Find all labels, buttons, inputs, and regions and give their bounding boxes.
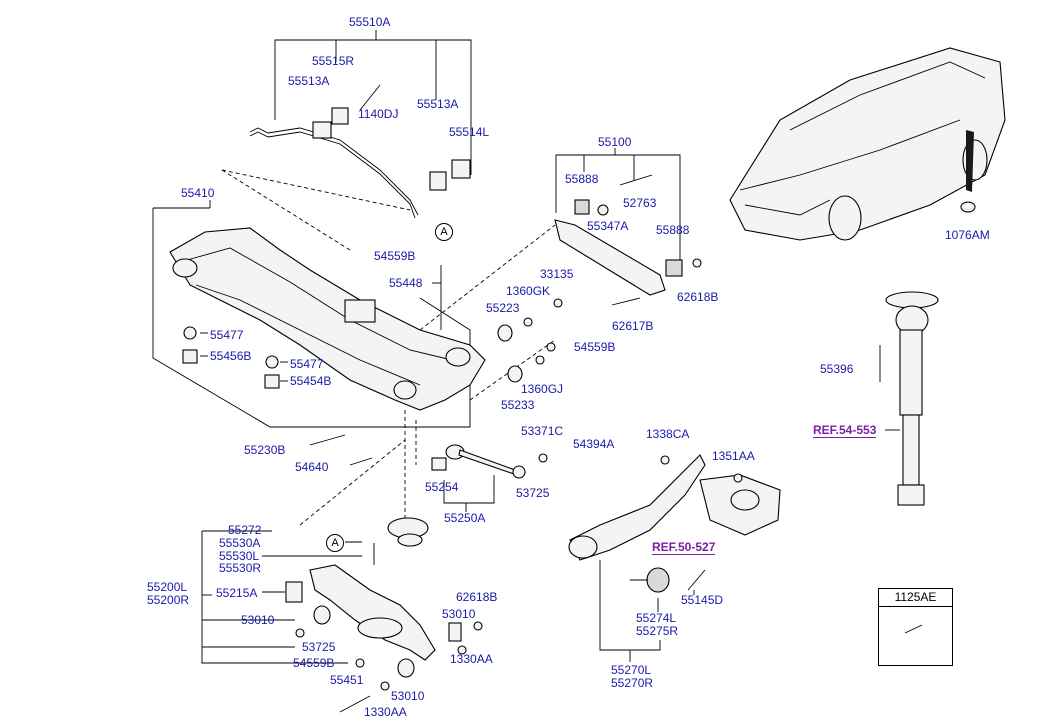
part-55448-label[interactable]: 55448 <box>389 276 423 290</box>
part-54559B-label-2[interactable]: 54559B <box>374 249 416 263</box>
part-53725-label-1[interactable]: 53725 <box>516 486 550 500</box>
part-1330AA-label-1[interactable]: 1330AA <box>450 652 493 666</box>
part-55410-label[interactable]: 55410 <box>181 186 215 200</box>
part-55270R-label[interactable]: 55270R <box>611 676 654 690</box>
part-55530A-label[interactable]: 55530A <box>219 536 261 550</box>
part-1076AM-label[interactable]: 1076AM <box>945 228 990 242</box>
part-55477-label-1[interactable]: 55477 <box>210 328 244 342</box>
legend-box-1125AE[interactable]: 1125AE <box>878 588 953 666</box>
part-1360GK-label[interactable]: 1360GK <box>506 284 551 298</box>
part-55396-label[interactable]: 55396 <box>820 362 854 376</box>
part-54559B-label-3[interactable]: 54559B <box>293 656 335 670</box>
part-62617B-label[interactable]: 62617B <box>612 319 654 333</box>
part-55510A-label[interactable]: 55510A <box>349 15 391 29</box>
part-53010-label-2[interactable]: 53010 <box>442 607 476 621</box>
part-33135-label[interactable]: 33135 <box>540 267 574 281</box>
part-55100-label[interactable]: 55100 <box>598 135 632 149</box>
part-54559B-label-1[interactable]: 54559B <box>574 340 616 354</box>
part-55145D-label[interactable]: 55145D <box>681 593 724 607</box>
part-54394A-label[interactable]: 54394A <box>573 437 615 451</box>
part-55347A-label[interactable]: 55347A <box>587 219 629 233</box>
part-53371C-label[interactable]: 53371C <box>521 424 564 438</box>
part-55233-label[interactable]: 55233 <box>501 398 535 412</box>
part-1330AA-label-2[interactable]: 1330AA <box>364 705 407 719</box>
part-55530R-label[interactable]: 55530R <box>219 561 262 575</box>
part-55888-label-2[interactable]: 55888 <box>656 223 690 237</box>
part-52763-label[interactable]: 52763 <box>623 196 657 210</box>
part-1360GJ-label[interactable]: 1360GJ <box>521 382 564 396</box>
part-55454B-label[interactable]: 55454B <box>290 374 332 388</box>
part-55888-label-1[interactable]: 55888 <box>565 172 599 186</box>
part-55270L-label[interactable]: 55270L <box>611 663 652 677</box>
part-55223-label[interactable]: 55223 <box>486 301 520 315</box>
part-53010-label-1[interactable]: 53010 <box>241 613 275 627</box>
part-53010-label-3[interactable]: 53010 <box>391 689 425 703</box>
part-55200L-label[interactable]: 55200L <box>147 580 188 594</box>
part-55272-label[interactable]: 55272 <box>228 523 262 537</box>
part-55456B-label[interactable]: 55456B <box>210 349 252 363</box>
part-62618B-label-1[interactable]: 62618B <box>677 290 719 304</box>
ref-54-553-link[interactable]: REF.54-553 <box>813 423 877 438</box>
part-55514L-label[interactable]: 55514L <box>449 125 490 139</box>
part-55230B-label[interactable]: 55230B <box>244 443 286 457</box>
part-55274L-label[interactable]: 55274L <box>636 611 677 625</box>
part-55513A-label-1[interactable]: 55513A <box>288 74 330 88</box>
ref-50-527-link[interactable]: REF.50-527 <box>652 540 716 555</box>
part-1338CA-label[interactable]: 1338CA <box>646 427 690 441</box>
callout-a-2[interactable]: A <box>326 534 344 552</box>
part-55254-label[interactable]: 55254 <box>425 480 459 494</box>
part-54640-label[interactable]: 54640 <box>295 460 329 474</box>
part-62618B-label-2[interactable]: 62618B <box>456 590 498 604</box>
part-55215A-label[interactable]: 55215A <box>216 586 258 600</box>
legend-label-1125AE: 1125AE <box>879 589 952 607</box>
part-55513A-label-2[interactable]: 55513A <box>417 97 459 111</box>
part-55477-label-2[interactable]: 55477 <box>290 357 324 371</box>
part-53725-label-2[interactable]: 53725 <box>302 640 336 654</box>
part-1351AA-label[interactable]: 1351AA <box>712 449 755 463</box>
part-55451-label[interactable]: 55451 <box>330 673 364 687</box>
part-55515R-label[interactable]: 55515R <box>312 54 355 68</box>
part-55530L-label[interactable]: 55530L <box>219 549 260 563</box>
part-55200R-label[interactable]: 55200R <box>147 593 190 607</box>
part-1140DJ-label[interactable]: 1140DJ <box>358 107 399 121</box>
part-55275R-label[interactable]: 55275R <box>636 624 679 638</box>
callout-a-1[interactable]: A <box>435 223 453 241</box>
part-55250A-label[interactable]: 55250A <box>444 511 486 525</box>
